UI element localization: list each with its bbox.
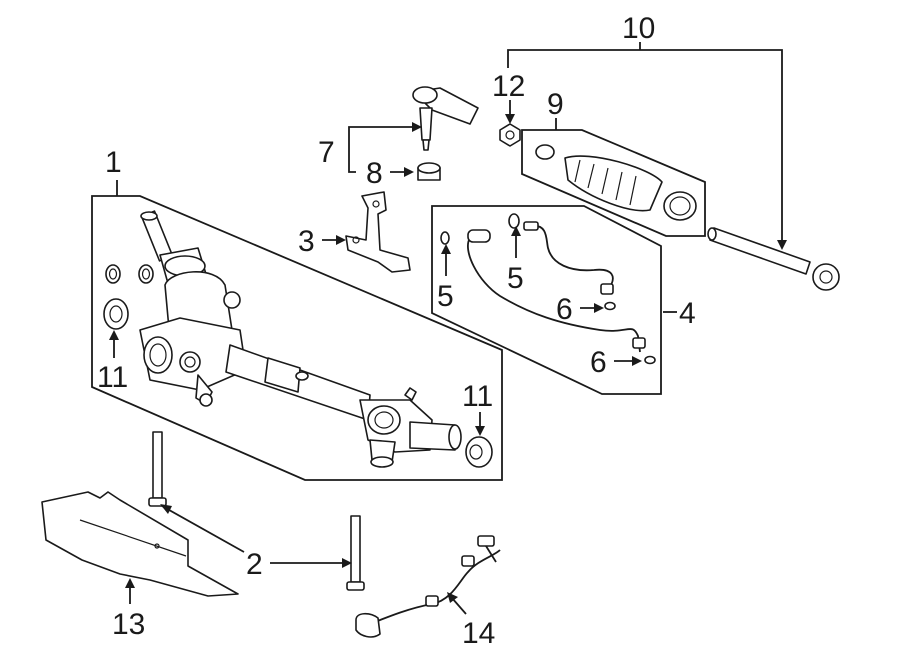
hose-panel [431,205,662,395]
leader-14 [451,597,467,615]
bushing-right [465,436,493,468]
callout-10: 10 [622,12,655,45]
callout-1: 1 [105,146,122,179]
callout-9: 9 [547,88,564,121]
wire-harness [355,535,501,638]
callout-14: 14 [462,617,495,650]
callout-11a: 11 [97,361,128,394]
steering-gear-assembly [139,210,462,468]
seal-ring-b [138,264,154,284]
bushing-left [103,298,129,330]
callout-8: 8 [366,157,383,190]
boot-kit [535,144,697,221]
callout-6a: 6 [556,293,573,326]
tie-rod-end [412,86,479,151]
pressure-hoses [440,213,656,365]
callout-5b: 5 [507,262,524,295]
callout-12: 12 [492,70,525,103]
callout-3: 3 [298,225,315,258]
tie-rod [707,227,840,291]
callout-6b: 6 [590,346,607,379]
leader-10 [507,49,783,244]
leader-7a [348,126,415,150]
callout-7: 7 [318,136,335,169]
heat-shield [41,491,239,597]
callout-13: 13 [112,608,145,641]
seal-ring-a [105,264,121,284]
callout-5a: 5 [437,280,454,313]
jam-nut [499,123,521,147]
mounting-bolt-b [346,515,365,591]
mounting-bracket [345,191,411,273]
mounting-bolt-a [148,431,167,507]
callout-4: 4 [679,297,696,330]
leader-7b [348,150,356,173]
callout-2: 2 [246,548,263,581]
leader-2a [161,505,245,553]
callout-11b: 11 [462,380,493,413]
